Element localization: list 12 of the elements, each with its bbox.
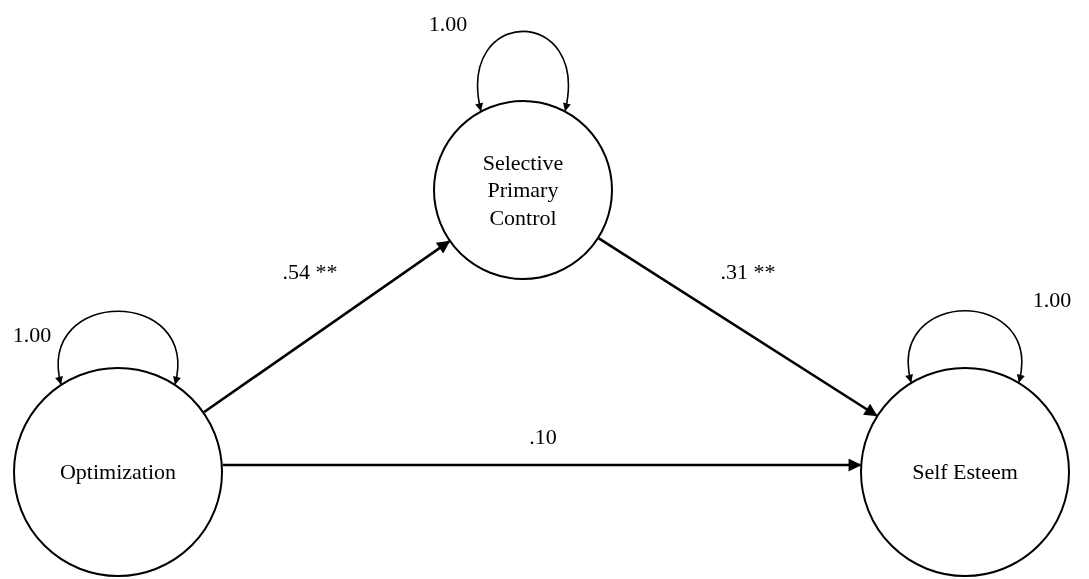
variable-name: Self Esteem	[911, 458, 1019, 486]
self-loop-arrow	[56, 310, 180, 385]
self-loop-arrow	[906, 309, 1024, 383]
latent-variable-circle	[860, 367, 1070, 577]
path-arrow	[222, 458, 862, 472]
path-arrow	[203, 240, 451, 414]
latent-variable-circle	[13, 367, 223, 577]
variable-name: Optimization	[58, 458, 178, 486]
self-loop-arrow	[475, 30, 571, 112]
path-arrow	[598, 237, 878, 417]
latent-variable-circle	[433, 100, 613, 280]
variable-name: Selective Primary Control	[481, 148, 565, 232]
